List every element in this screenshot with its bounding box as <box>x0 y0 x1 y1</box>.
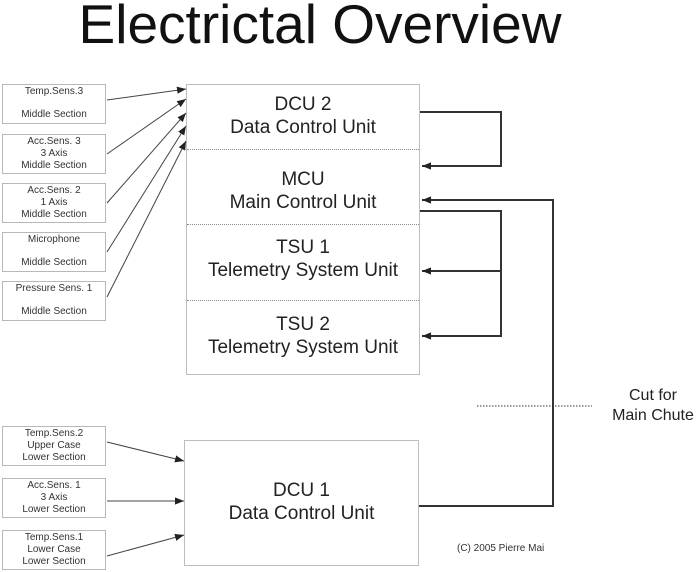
sensor-name: Pressure Sens. 1 <box>15 283 93 294</box>
wire-acc-sens-3 <box>106 98 187 155</box>
cut-label-line2: Main Chute <box>612 407 694 424</box>
sensor-section: Middle Section <box>21 160 87 171</box>
unit-mcu: MCU Main Control Unit <box>187 168 419 214</box>
sensor-name: Temp.Sens.2 <box>24 428 84 439</box>
wire-temp-sens-2 <box>106 441 185 463</box>
wire-mcu-to-tsu2 <box>422 271 502 340</box>
sensor-name: Temp.Sens.3 <box>24 86 84 97</box>
sensor-section: Lower Section <box>22 504 86 515</box>
sensor-detail: Lower Case <box>27 544 81 555</box>
unit-dcu-1-label: DCU 1 Data Control Unit <box>185 479 418 525</box>
unit-name: TSU 1 <box>276 237 330 258</box>
sensor-name: Temp.Sens.1 <box>24 532 84 543</box>
sensor-pressure-sens-1: Pressure Sens. 1 Middle Section <box>2 281 106 321</box>
sensor-section: Middle Section <box>21 209 87 220</box>
sensor-section: Middle Section <box>21 306 87 317</box>
sensor-detail: Upper Case <box>27 440 81 451</box>
unit-description: Data Control Unit <box>230 117 376 138</box>
sensor-section: Lower Section <box>22 452 86 463</box>
main-unit-stack: DCU 2 Data Control Unit MCU Main Control… <box>186 84 420 375</box>
wire-mcu-to-tsu1 <box>420 210 502 275</box>
diagram-title: Electrictal Overview <box>78 0 562 55</box>
sensor-temp-sens-3: Temp.Sens.3 Middle Section <box>2 84 106 124</box>
unit-dcu-2: DCU 2 Data Control Unit <box>187 93 419 139</box>
wire-microphone <box>106 125 187 253</box>
sensor-name: Acc.Sens. 3 <box>27 136 81 147</box>
unit-name: DCU 1 <box>272 480 330 501</box>
sensor-acc-sens-2: Acc.Sens. 2 1 Axis Middle Section <box>2 183 106 223</box>
sensor-detail: 3 Axis <box>40 492 68 503</box>
wire-pressure-sens-1 <box>106 140 187 298</box>
sensor-name: Acc.Sens. 1 <box>27 480 81 491</box>
copyright-notice: (C) 2005 Pierre Mai <box>457 543 545 554</box>
sensor-acc-sens-3: Acc.Sens. 3 3 Axis Middle Section <box>2 134 106 174</box>
sensor-microphone: Microphone Middle Section <box>2 232 106 272</box>
divider <box>187 149 419 150</box>
unit-name: MCU <box>281 169 325 190</box>
wire-acc-sens-2 <box>106 112 187 204</box>
sensor-section: Middle Section <box>21 109 87 120</box>
unit-description: Data Control Unit <box>228 503 375 524</box>
sensor-temp-sens-1: Temp.Sens.1 Lower Case Lower Section <box>2 530 106 570</box>
unit-name: TSU 2 <box>276 314 330 335</box>
sensor-detail: 1 Axis <box>40 197 68 208</box>
wire-dcu1-to-mcu <box>419 196 554 507</box>
wire-temp-sens-1 <box>106 533 185 557</box>
sensor-acc-sens-1: Acc.Sens. 1 3 Axis Lower Section <box>2 478 106 518</box>
divider <box>187 224 419 225</box>
sensor-temp-sens-2: Temp.Sens.2 Upper Case Lower Section <box>2 426 106 466</box>
sensor-name: Acc.Sens. 2 <box>27 185 81 196</box>
sensor-section: Lower Section <box>22 556 86 567</box>
unit-description: Telemetry System Unit <box>207 260 399 281</box>
sensor-section: Middle Section <box>21 257 87 268</box>
sensor-detail: 3 Axis <box>40 148 68 159</box>
wire-temp-sens-3 <box>106 86 187 101</box>
sensor-name: Microphone <box>27 234 81 245</box>
unit-dcu-1: DCU 1 Data Control Unit <box>184 440 419 566</box>
divider <box>187 300 419 301</box>
unit-description: Telemetry System Unit <box>207 337 399 358</box>
cut-label-line1: Cut for <box>628 387 677 404</box>
unit-name: DCU 2 <box>274 94 332 115</box>
unit-tsu-2: TSU 2 Telemetry System Unit <box>187 313 419 359</box>
unit-description: Main Control Unit <box>229 192 377 213</box>
wire-dcu2-to-mcu <box>420 111 502 170</box>
unit-tsu-1: TSU 1 Telemetry System Unit <box>187 236 419 282</box>
cut-label: Cut for Main Chute <box>598 386 700 426</box>
